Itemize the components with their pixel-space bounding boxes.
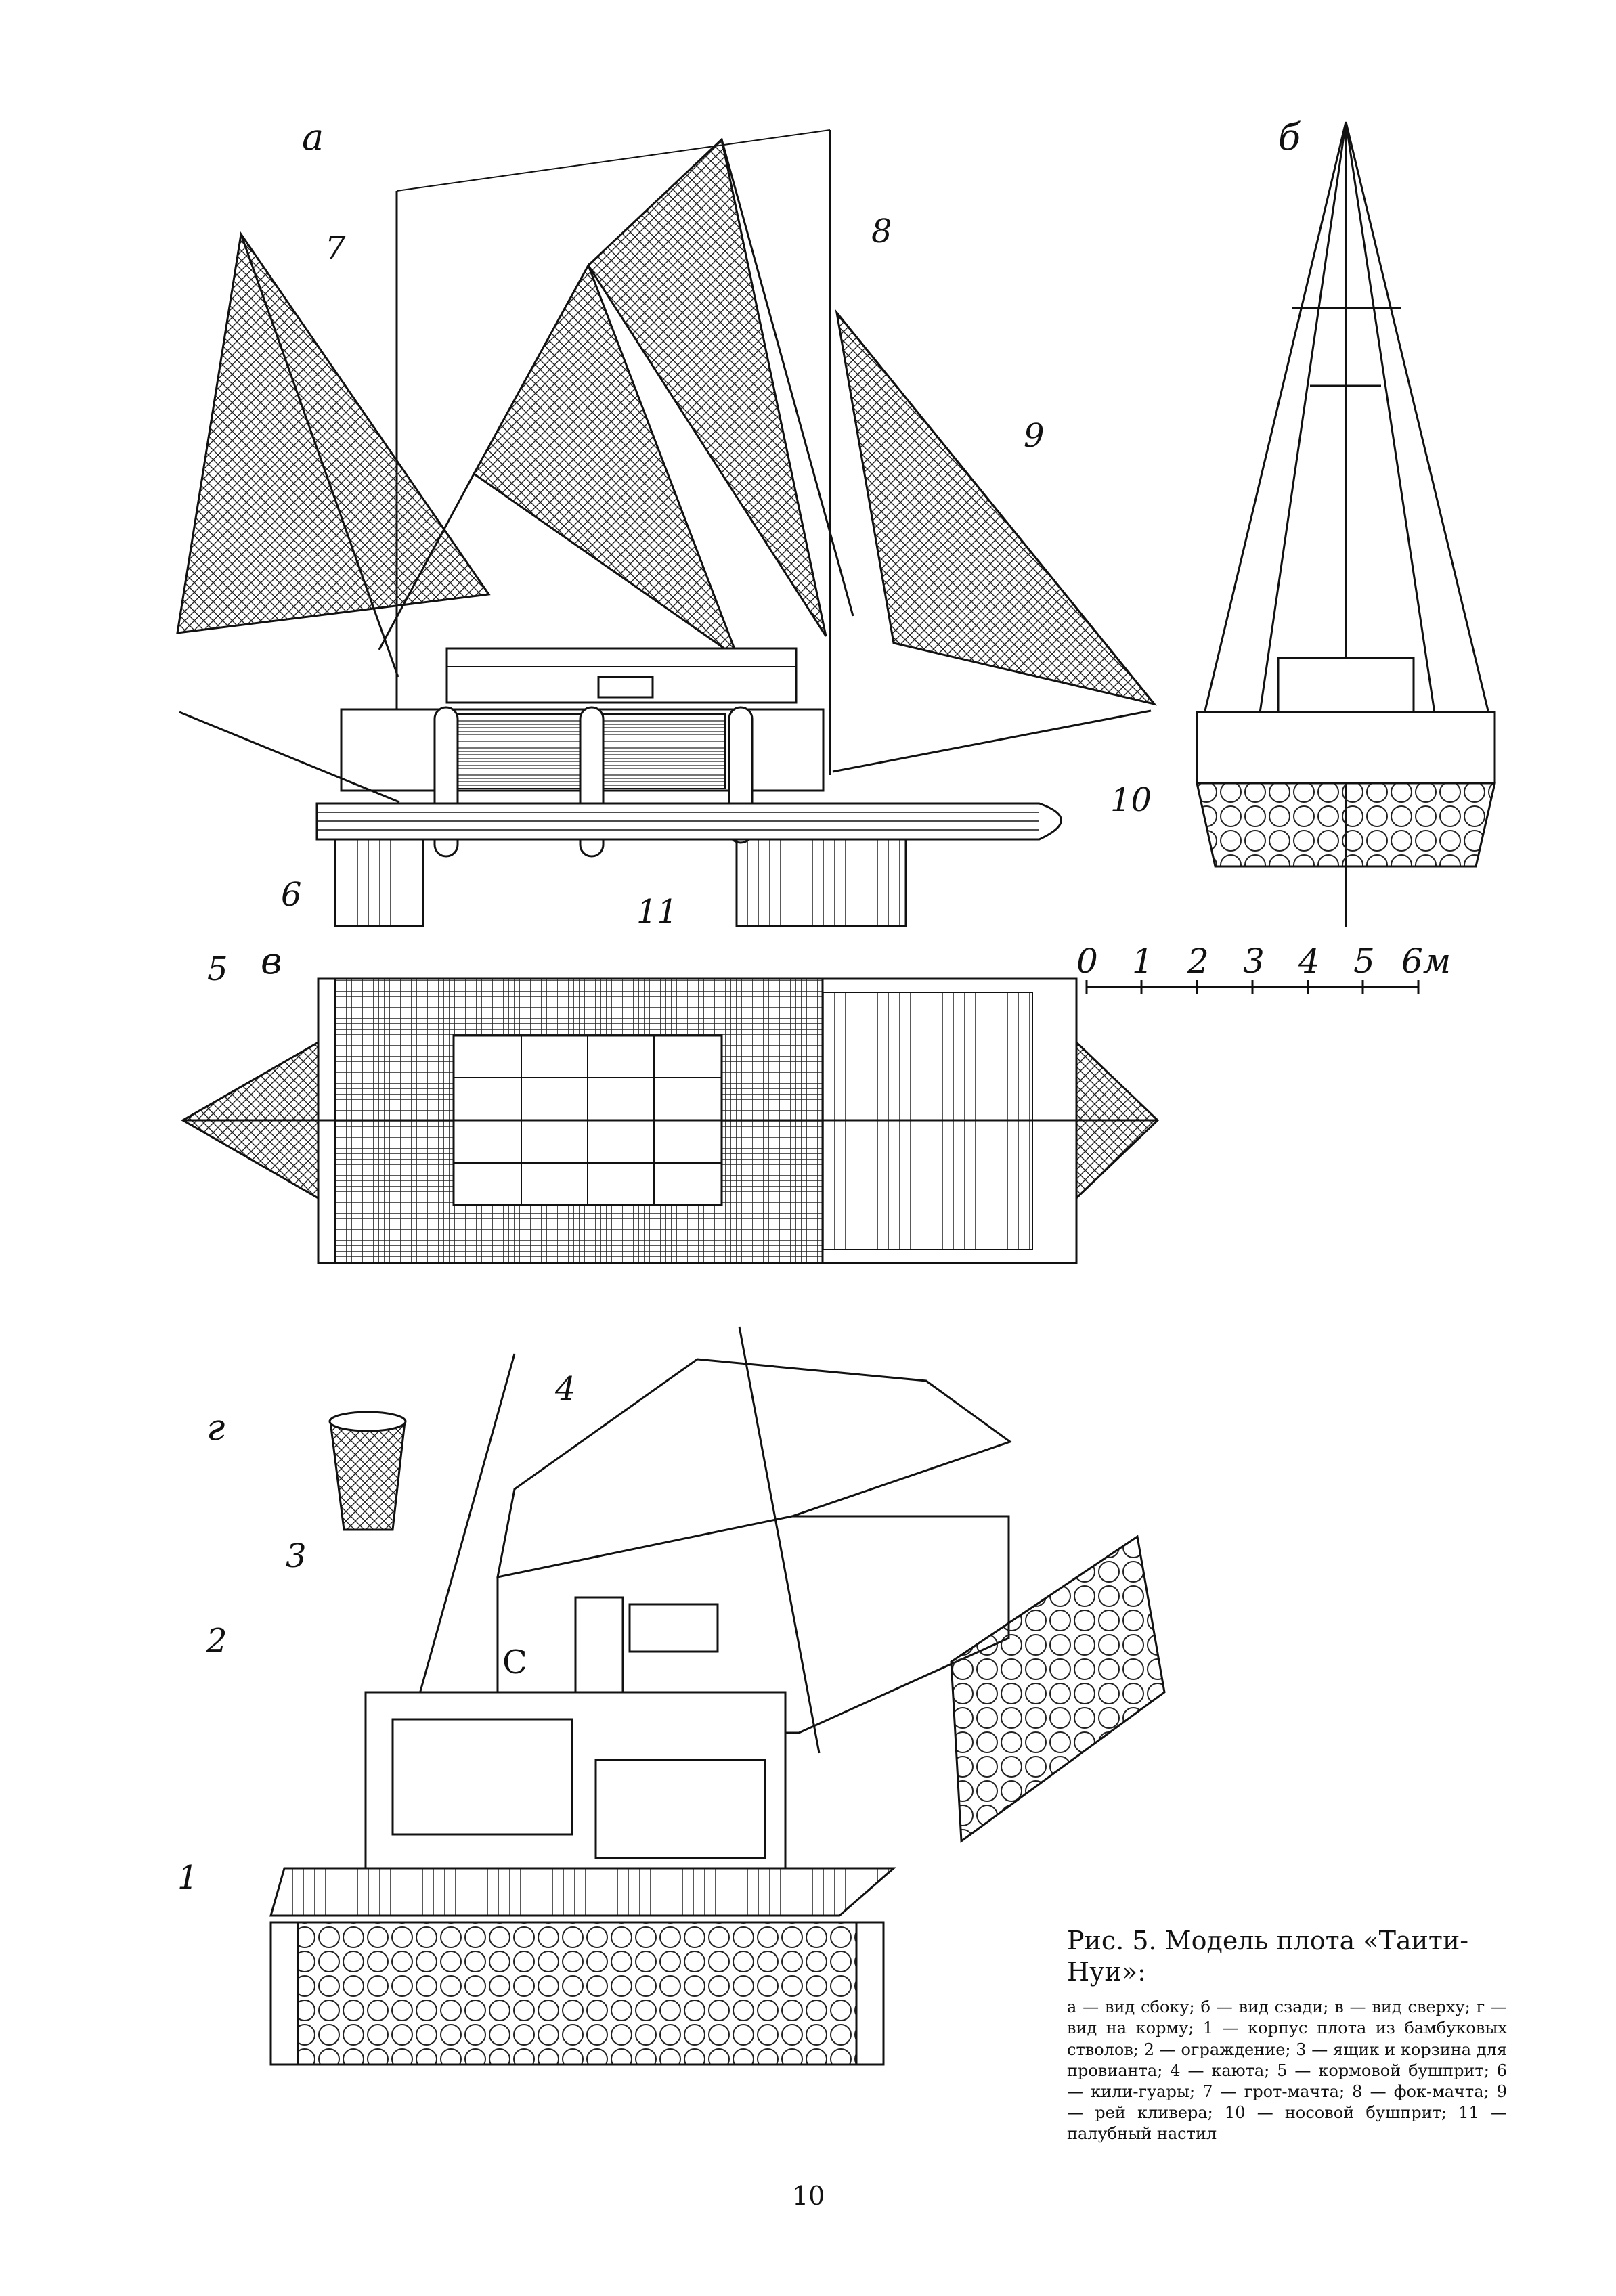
caption-title: Рис. 5. Модель плота «Таити-Нуи»: xyxy=(1067,1926,1469,1987)
side-cabin xyxy=(445,647,798,704)
scale-tick-2: 2 xyxy=(1187,942,1209,981)
callout-9: 9 xyxy=(1024,417,1045,455)
rear-sail xyxy=(176,231,491,678)
side-view xyxy=(176,129,1157,927)
callout-6: 6 xyxy=(281,876,302,914)
scale-tick-4: 4 xyxy=(1298,942,1320,981)
scale-tick-3: 3 xyxy=(1243,942,1265,981)
scale-tick-6: 6м xyxy=(1401,942,1451,981)
callout-8: 8 xyxy=(871,213,892,250)
callout-7: 7 xyxy=(325,229,346,267)
scale-tick-1: 1 xyxy=(1132,942,1154,981)
rear-deck xyxy=(1196,711,1496,785)
rear-view xyxy=(1196,121,1496,927)
callout-1: 1 xyxy=(177,1859,198,1897)
caption-body: а — вид сбоку; б — вид сзади; в — вид св… xyxy=(1067,1997,1507,2144)
callout-5: 5 xyxy=(207,950,228,988)
view-label-a: а xyxy=(302,116,324,158)
page-number: 10 xyxy=(792,2181,825,2211)
callout-10: 10 xyxy=(1110,781,1152,819)
provision-basket xyxy=(329,1420,406,1531)
scale-tick-5: 5 xyxy=(1353,942,1375,981)
callout-2: 2 xyxy=(206,1622,227,1660)
view-label-g: г xyxy=(206,1406,225,1449)
scale-tick-0: 0 xyxy=(1076,942,1098,981)
view-label-v: в xyxy=(261,940,282,982)
callout-11: 11 xyxy=(636,893,678,931)
scale-bar xyxy=(1085,980,1420,994)
main-sail xyxy=(378,137,854,661)
callout-3: 3 xyxy=(286,1537,307,1575)
jib-sail xyxy=(835,309,1157,706)
callout-4: 4 xyxy=(555,1370,576,1408)
cabin-letter: C xyxy=(502,1643,527,1681)
top-view xyxy=(180,977,1160,1264)
view-label-b: б xyxy=(1278,116,1301,158)
figure-caption: Рис. 5. Модель плота «Таити-Нуи»: а — ви… xyxy=(1067,1926,1507,2145)
stern-hull xyxy=(286,1921,885,2066)
stern-view xyxy=(269,1326,1166,2066)
guara-boards xyxy=(334,838,907,927)
